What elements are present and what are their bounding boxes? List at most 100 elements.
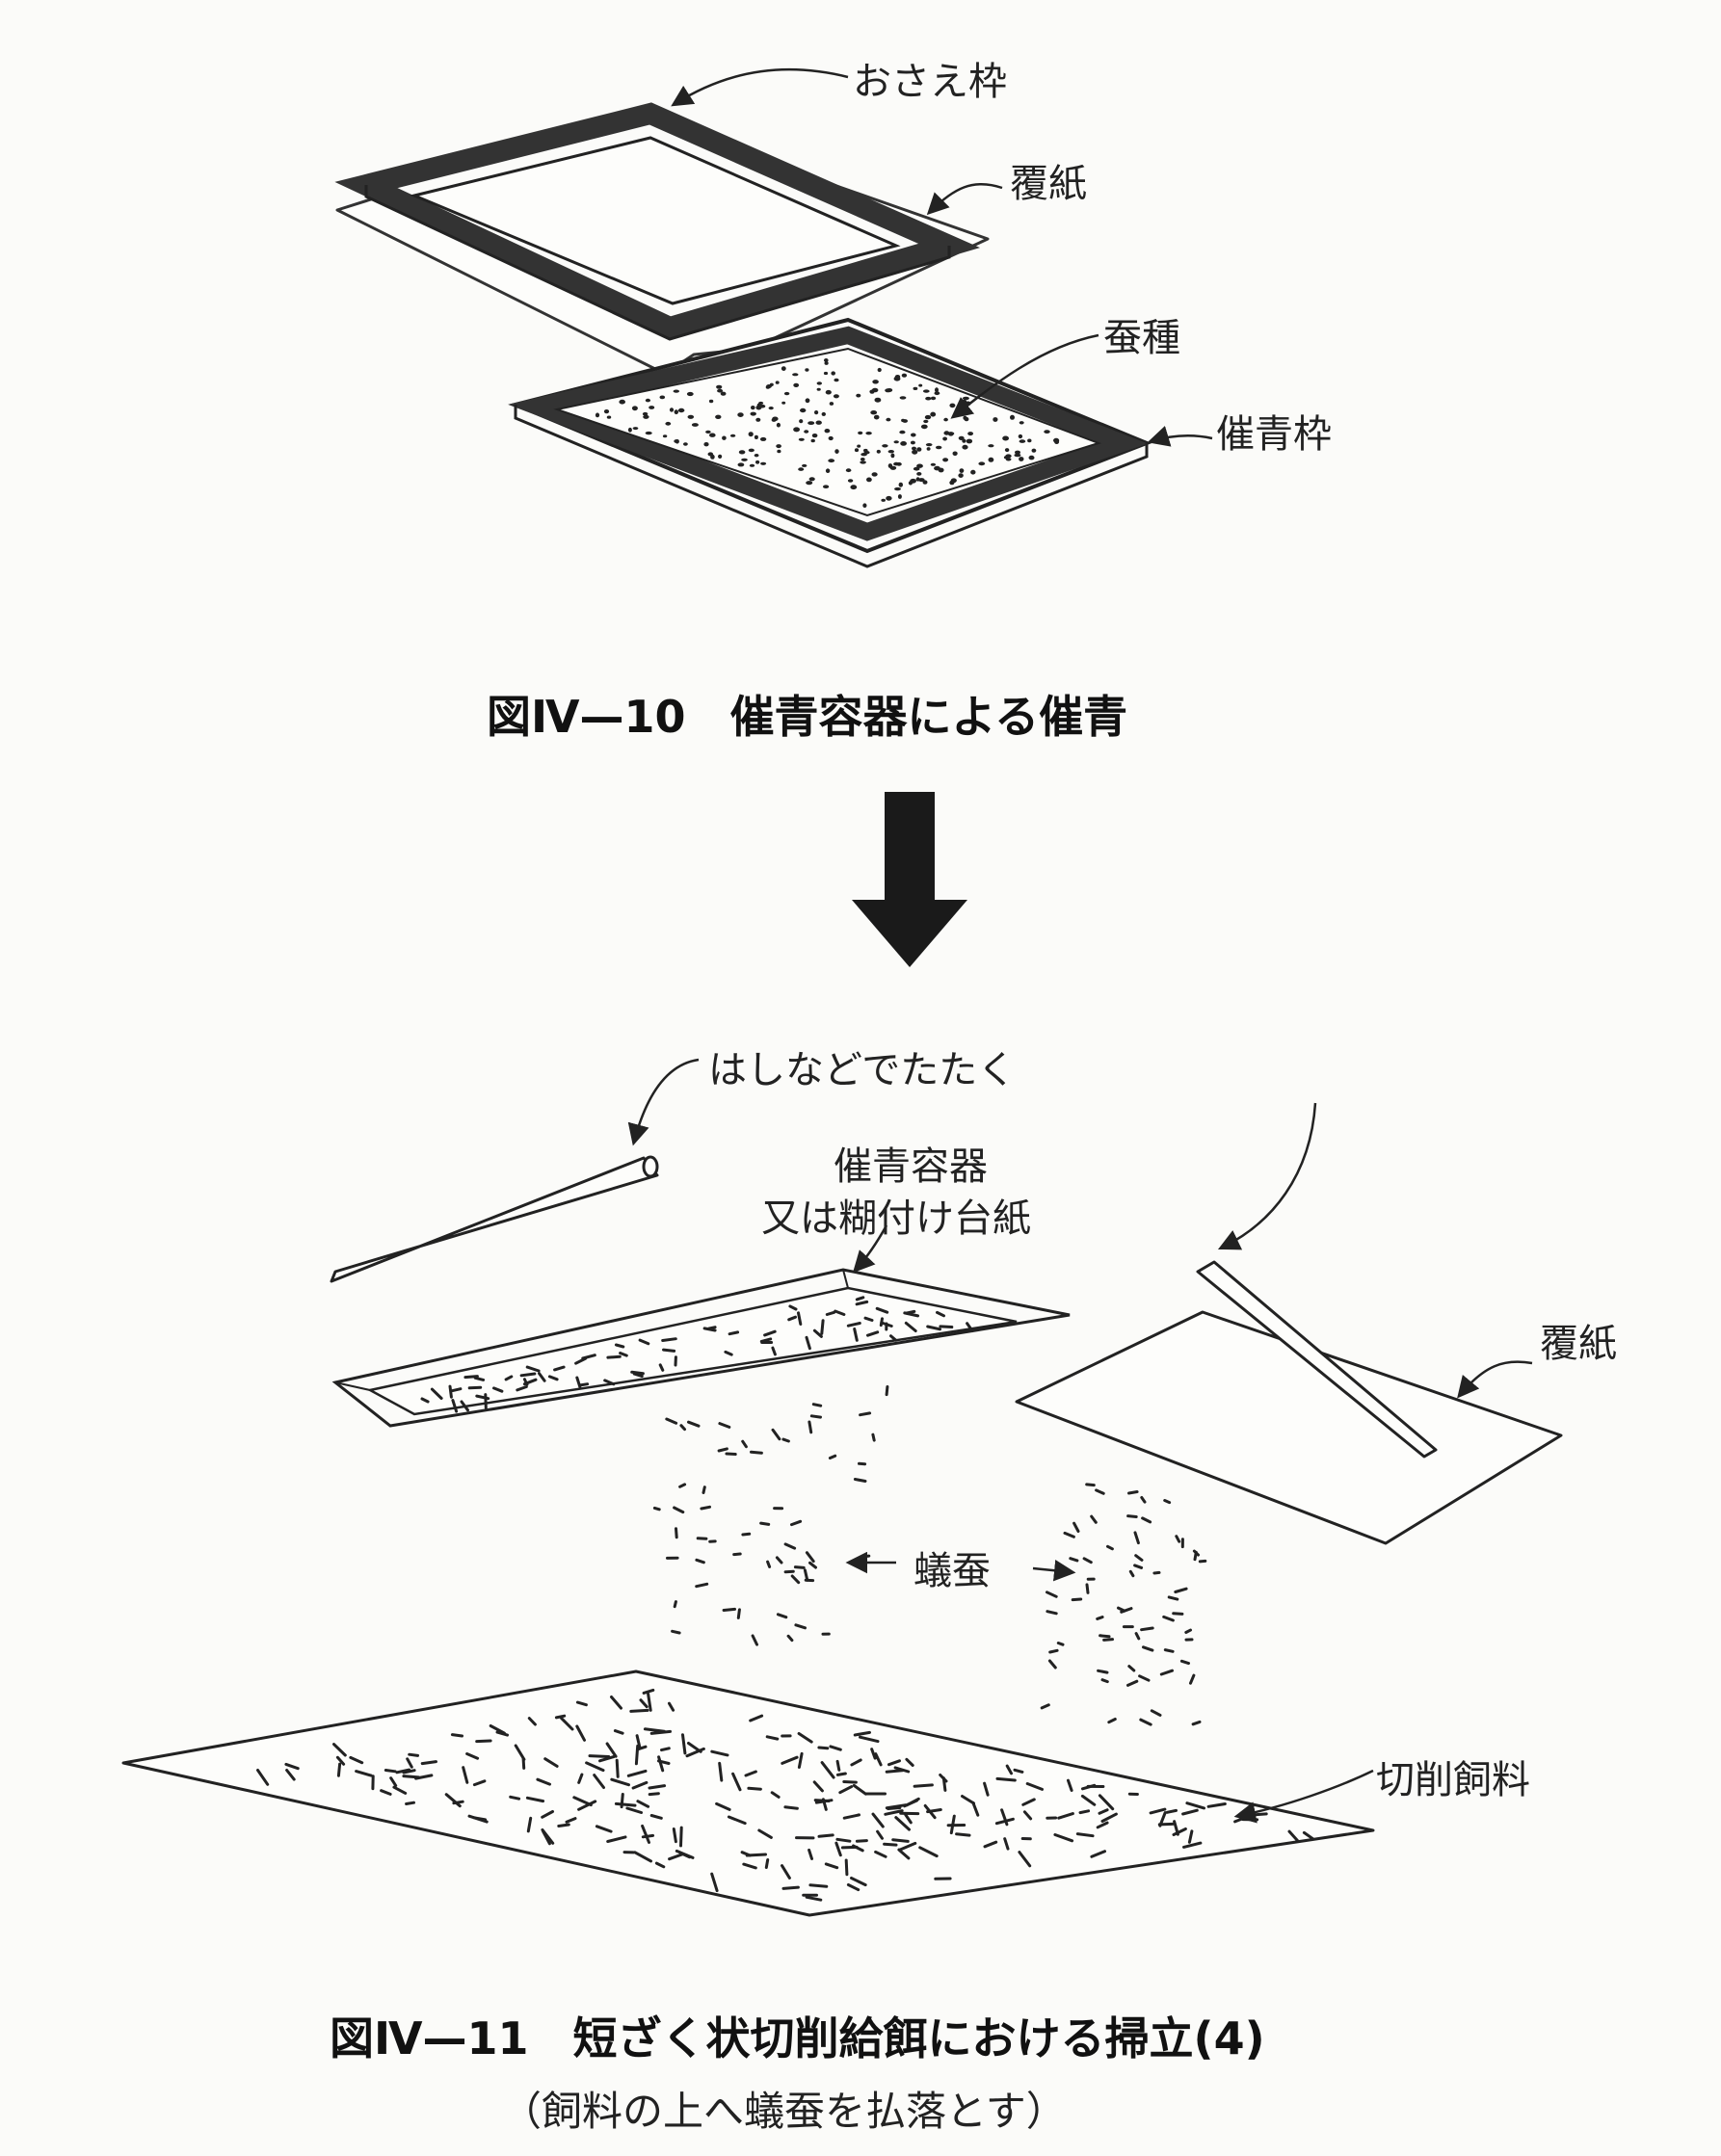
larva-mark [759, 1521, 771, 1526]
larva-mark [641, 1824, 650, 1844]
larva-mark [1096, 1821, 1109, 1829]
egg-dot [627, 427, 632, 433]
larva-mark [538, 1372, 546, 1382]
larva-mark [825, 1310, 836, 1316]
larva-mark [593, 1774, 605, 1789]
larva-mark [724, 1350, 733, 1356]
larva-mark [1185, 1801, 1205, 1810]
egg-dot [1010, 414, 1015, 420]
incubation-frame-leader [1147, 426, 1213, 447]
larva-mark [783, 1805, 799, 1810]
larva-mark [1046, 1591, 1058, 1598]
larva-mark [577, 1800, 597, 1811]
larva-mark [636, 1800, 650, 1808]
larva-mark [918, 1846, 939, 1858]
egg-dot [781, 401, 786, 405]
larva-mark [797, 1732, 813, 1744]
larva-mark [717, 1447, 728, 1453]
larva-mark [751, 1634, 758, 1646]
larva-mark [420, 1397, 430, 1404]
larva-mark [765, 1735, 780, 1741]
larva-mark [891, 1838, 910, 1843]
larva-mark [1173, 1820, 1179, 1836]
larva-mark [1141, 1516, 1152, 1524]
larva-mark [835, 1759, 841, 1772]
larva-mark [797, 1311, 803, 1326]
larva-mark [1056, 1642, 1065, 1646]
larva-mark [905, 1757, 914, 1767]
larva-mark [605, 1742, 618, 1758]
larva-mark [852, 1783, 867, 1796]
larva-mark [875, 1306, 889, 1314]
egg-dot [918, 478, 925, 483]
larva-mark [750, 1450, 763, 1455]
larva-mark [615, 1758, 620, 1778]
larva-mark [519, 1372, 537, 1378]
egg-dot [833, 394, 839, 399]
egg-dot [870, 410, 878, 415]
egg-dot [910, 440, 915, 445]
cover-paper-leader [926, 183, 1003, 216]
egg-dot [900, 441, 907, 446]
larva-mark [1140, 1496, 1147, 1504]
egg-dot [799, 419, 804, 424]
figure10-caption: 図Ⅳ—10 催青容器による催青 [487, 691, 1128, 743]
egg-dot [899, 430, 906, 434]
larva-mark [392, 1785, 408, 1795]
larva-mark [715, 1801, 731, 1811]
larva-mark [1126, 1514, 1138, 1518]
larva-mark [1085, 1583, 1090, 1594]
larva-mark [824, 1862, 839, 1870]
larva-mark [859, 1411, 872, 1417]
larva-mark [1302, 1830, 1314, 1841]
larva-mark [718, 1422, 731, 1429]
larva-mark [763, 1329, 777, 1337]
larva-mark [936, 1310, 945, 1318]
egg-dot [1018, 434, 1023, 439]
larva-mark [595, 1825, 613, 1833]
larva-mark [797, 1751, 804, 1769]
egg-dot [882, 444, 888, 448]
larva-mark [687, 1420, 701, 1428]
larva-mark [355, 1770, 373, 1777]
egg-dot [901, 373, 908, 378]
larva-mark [850, 1877, 867, 1887]
egg-dot [686, 391, 694, 397]
larva-mark [678, 1483, 687, 1488]
egg-dot [877, 367, 882, 373]
larva-mark [766, 1560, 772, 1568]
larva-mark [1053, 1833, 1074, 1843]
larva-mark [565, 1817, 577, 1824]
larva-mark [1022, 1810, 1033, 1821]
larva-mark [808, 1883, 829, 1888]
larva-mark [1134, 1632, 1141, 1641]
larva-mark [846, 1322, 861, 1328]
falling-larvae-right [1040, 1483, 1207, 1726]
egg-dot [963, 415, 967, 420]
larva-mark [885, 1769, 904, 1774]
larva-mark [853, 1730, 871, 1737]
egg-dot [751, 406, 755, 410]
larva-mark [1182, 1841, 1203, 1849]
larva-mark [1097, 1669, 1109, 1674]
larva-mark [781, 1437, 790, 1443]
egg-dot [662, 434, 668, 438]
egg-dot [687, 414, 695, 419]
larva-mark [636, 1745, 648, 1751]
larva-mark [1090, 1514, 1098, 1524]
larva-mark [955, 1832, 971, 1837]
larva-mark [710, 1749, 729, 1757]
larva-mark [475, 1394, 490, 1401]
larva-mark [786, 1634, 794, 1643]
egg-dot [792, 373, 799, 377]
larva-mark [642, 1688, 655, 1695]
larva-mark [460, 1400, 469, 1412]
egg-dot [737, 412, 744, 417]
larva-mark [408, 1752, 419, 1757]
egg-dot [829, 402, 834, 406]
larva-mark [870, 1748, 877, 1760]
egg-dot [887, 463, 893, 468]
egg-dot [677, 408, 685, 413]
egg-dot [871, 472, 878, 477]
egg-dot [768, 407, 774, 410]
